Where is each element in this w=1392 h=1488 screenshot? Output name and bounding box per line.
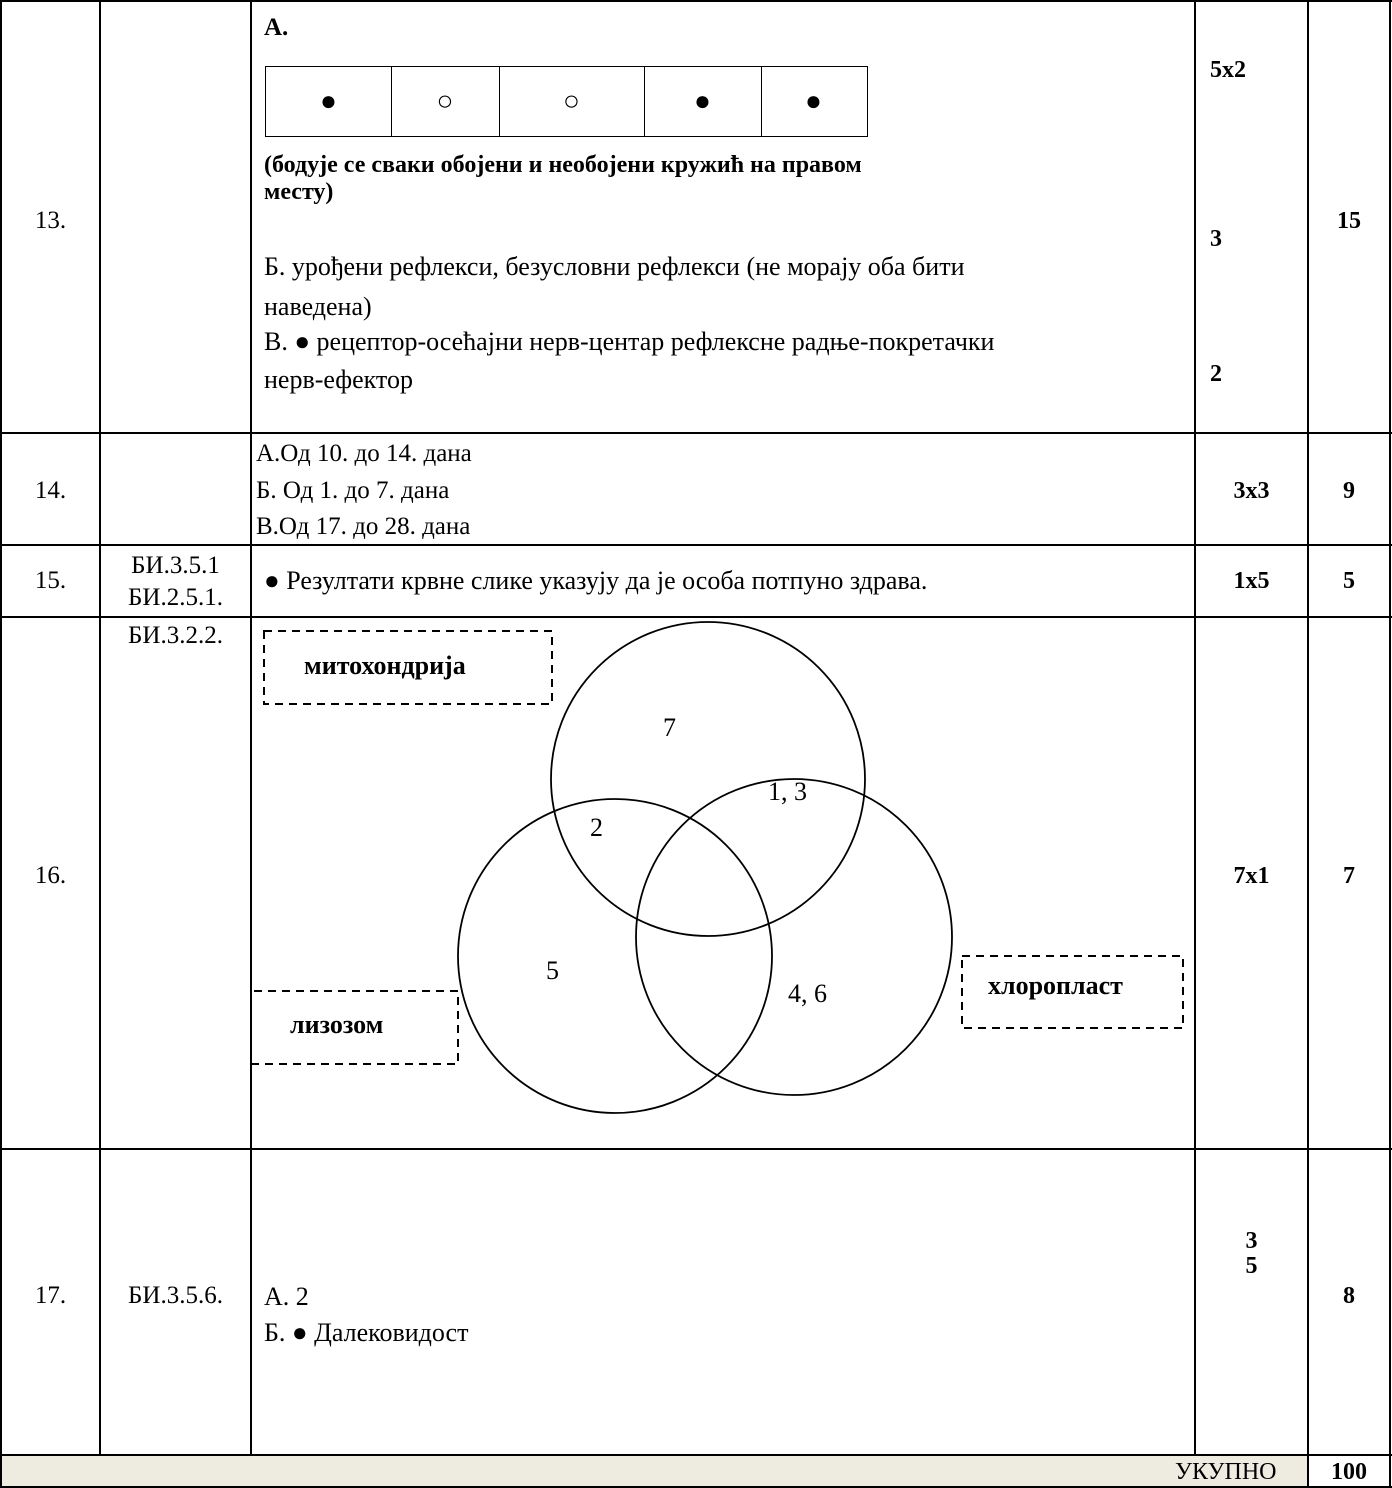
row-17-points: 5 [1245,1253,1258,1279]
venn-region-right: 4, 6 [788,979,827,1008]
grid-cell-3: ○ [499,67,645,136]
row-17-points: 3 [1245,1228,1258,1254]
row-15-points: 1x5 [1233,568,1270,594]
row-14-number: 14. [34,477,67,504]
label-box-mitochondria [263,630,553,705]
row-14-answer: В.Од 17. до 28. дана [256,513,471,540]
circle-answer-grid: ● ○ ○ ● ● [265,66,868,137]
venn-circle-chloroplast [635,778,953,1096]
col-divider [0,0,2,1488]
row-16-total: 7 [1343,863,1355,889]
row-13-total: 15 [1337,208,1361,234]
col-divider [1194,0,1196,1456]
row-13-points: 3 [1210,226,1222,252]
footer-band [2,1456,1307,1486]
row-14-points: 3x3 [1233,478,1270,504]
row-13-label-a: А. [264,14,289,41]
grid-cell-4: ● [644,67,762,136]
row-divider [0,544,1392,546]
venn-label-lysosome: лизозом [290,1010,384,1039]
row-divider [0,1148,1392,1150]
grid-cell-1: ● [266,67,392,136]
row-divider [0,1486,1392,1488]
row-14-answer: Б. Од 1. до 7. дана [256,477,450,504]
row-14-answer: А.Од 10. до 14. дана [256,440,472,467]
footer-total-value: 100 [1331,1459,1367,1485]
row-divider [0,1454,1392,1456]
venn-label-mitochondria: митохондрија [304,651,466,680]
row-17-answer-b: Б. ● Далековидост [264,1318,469,1347]
row-15-code: БИ.3.5.1 [131,552,220,579]
grid-cell-5: ● [805,85,822,117]
venn-region-left: 5 [546,956,559,985]
venn-diagram [252,621,1184,1114]
col-divider [250,0,252,1456]
label-box-chloroplast [961,955,1184,1029]
col-divider [1389,0,1391,1488]
row-divider [0,0,1392,2]
row-16-code: БИ.3.2.2. [128,622,223,649]
row-14-total: 9 [1343,478,1355,504]
row-15-total: 5 [1343,568,1355,594]
row-13-note: месту) [264,179,334,205]
row-16-points: 7x1 [1233,863,1270,889]
row-16-number: 16. [34,862,67,889]
row-17-answer-a: А. 2 [264,1282,309,1311]
row-13-answer-v: нерв-ефектор [264,365,413,394]
col-divider [1307,0,1309,1488]
row-divider [0,616,1392,618]
row-divider [0,432,1392,434]
col-divider [99,0,101,1456]
row-17-number: 17. [34,1282,67,1309]
row-17-total: 8 [1343,1283,1355,1309]
venn-region-top: 7 [663,713,676,742]
venn-label-chloroplast: хлоропласт [988,971,1123,1000]
venn-region-top-left: 2 [590,813,603,842]
row-15-code: БИ.2.5.1. [128,584,223,611]
row-13-points: 5x2 [1210,57,1246,83]
row-15-number: 15. [34,567,67,594]
row-13-number: 13. [34,207,67,234]
venn-circle-mitochondria [550,621,866,937]
row-13-answer-v: В. ● рецептор-осећајни нерв-центар рефле… [264,327,995,356]
label-box-lysosome [252,990,459,1065]
row-13-answer-b: Б. урођени рефлекси, безусловни рефлекси… [264,252,965,281]
row-13-points: 2 [1210,361,1222,387]
row-13-answer-b: наведена) [264,292,372,321]
footer-total-label: УКУПНО [1175,1459,1277,1485]
venn-circle-lysosome [457,798,773,1114]
row-17-code: БИ.3.5.6. [128,1282,223,1309]
grid-cell-2: ○ [391,67,500,136]
row-15-answer: ● Резултати крвне слике указују да је ос… [264,566,928,595]
row-13-note: (бодује се сваки обојени и необојени кру… [264,152,862,178]
venn-region-top-right: 1, 3 [768,777,807,806]
